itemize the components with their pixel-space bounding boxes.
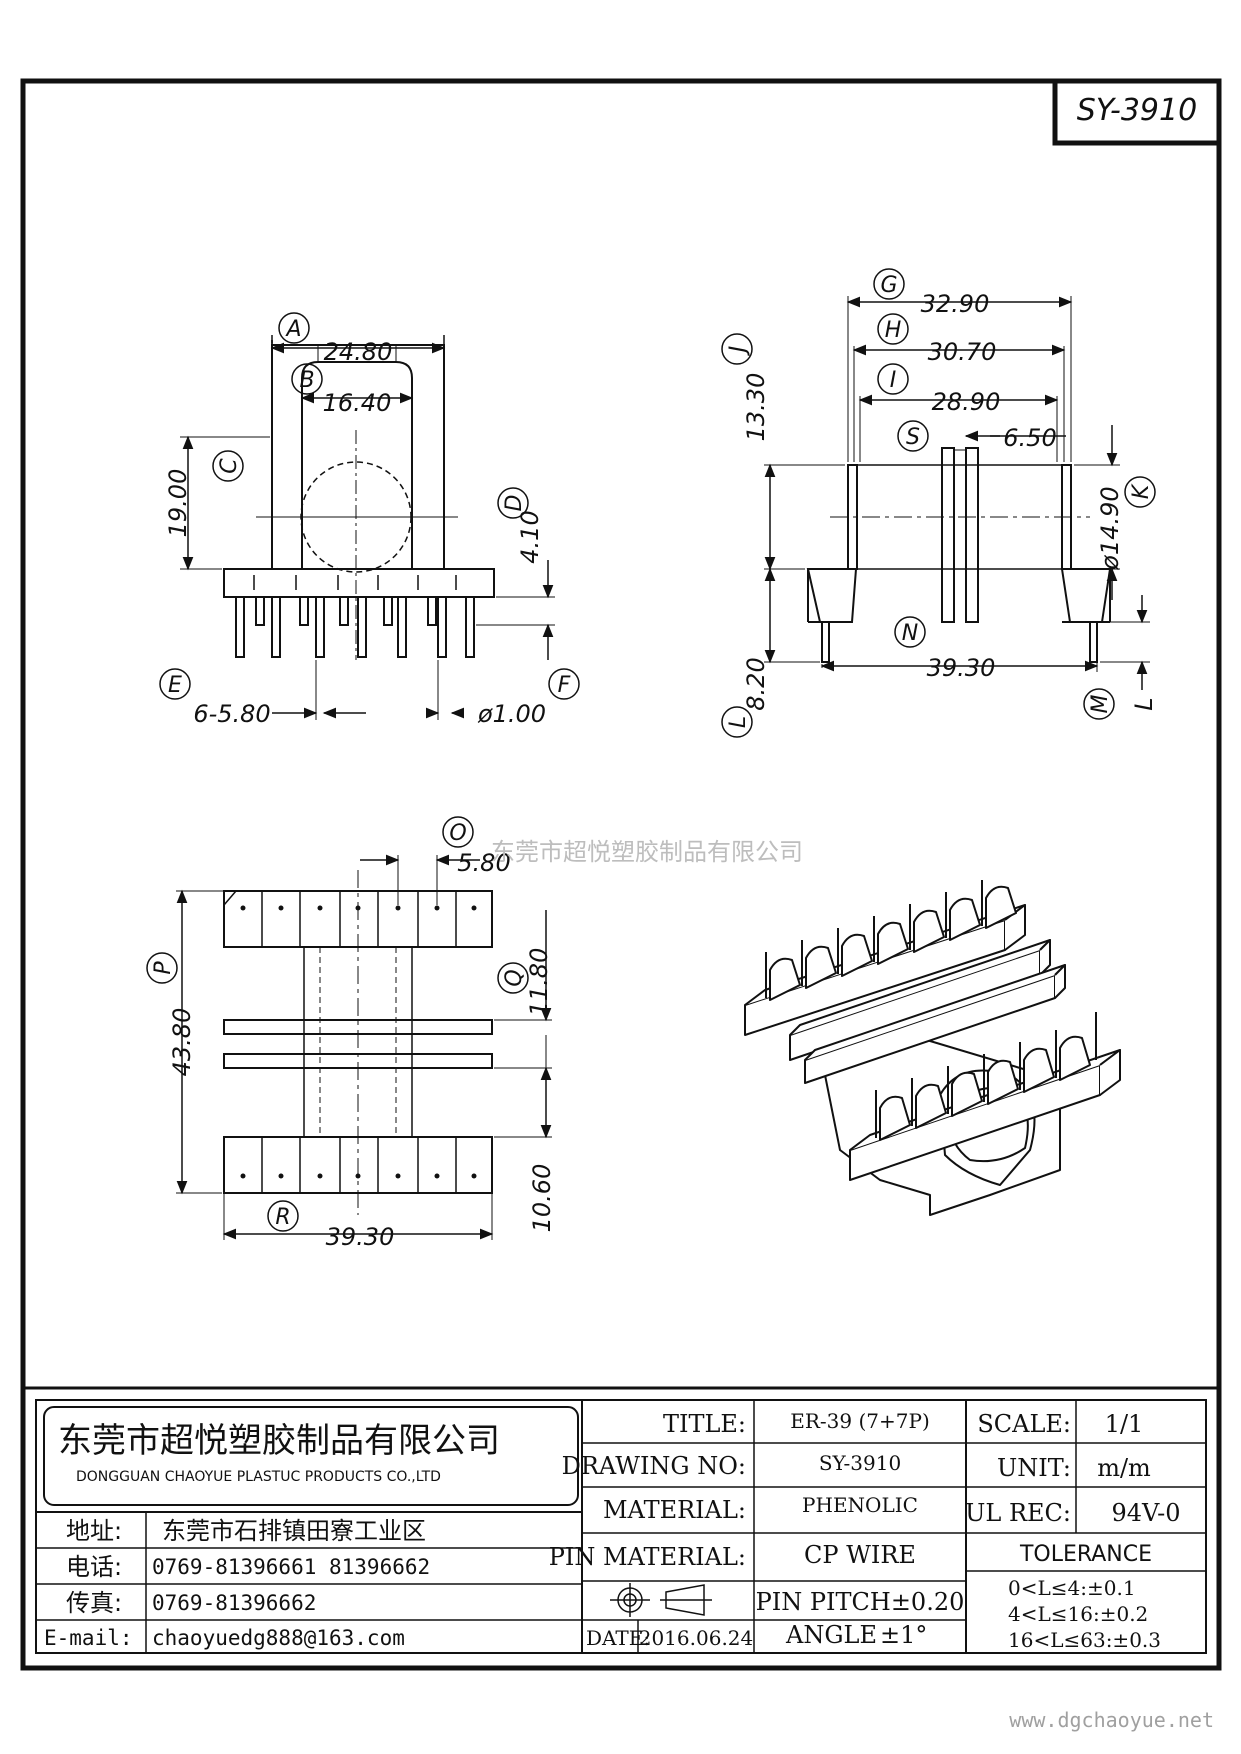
top-view-pin-dots <box>240 905 477 1179</box>
title-block-frame <box>23 1386 1219 1654</box>
phone-label: 电话: <box>66 1553 122 1581</box>
scale-value: 1/1 <box>1105 1410 1144 1438</box>
label-b: B <box>299 368 314 393</box>
label-k: K <box>1129 483 1154 499</box>
dim-k: ø14.90 <box>1096 486 1124 570</box>
unit-label: UNIT: <box>997 1454 1071 1482</box>
part-number-box: SY-3910 <box>1052 78 1222 146</box>
dim-d: 4.10 <box>516 510 544 563</box>
isometric-view <box>744 880 1121 1216</box>
label-len: L <box>1130 697 1158 710</box>
dim-c: 19.00 <box>164 469 192 538</box>
ul-rec-value: 94V-0 <box>1111 1499 1180 1527</box>
label-l: L <box>726 716 751 728</box>
label-g: G <box>880 273 897 298</box>
dim-j: 13.30 <box>742 373 770 442</box>
dim-s: 6.50 <box>1003 424 1056 452</box>
dim-i: 28.90 <box>932 388 1001 416</box>
angle-label: ANGLE <box>785 1621 877 1649</box>
drawing-no-label: DRAWING NO: <box>562 1452 746 1480</box>
label-i: I <box>890 368 897 393</box>
phone-value: 0769-81396661 81396662 <box>152 1555 430 1579</box>
dim-h: 30.70 <box>928 338 997 366</box>
dim-bottom-right: 10.60 <box>528 1164 556 1233</box>
angle-value: ±1° <box>880 1621 927 1649</box>
front-base <box>223 568 495 598</box>
tolerance-row-2: 4<L≤16:±0.2 <box>1008 1602 1148 1626</box>
top-dim-labels: O 5.80 P 43.80 Q 11.80 10.60 R 39.30 <box>146 816 556 1251</box>
fax-label: 传真: <box>66 1589 122 1617</box>
dim-o: 5.80 <box>457 849 510 877</box>
front-pins <box>235 596 475 658</box>
fax-value: 0769-81396662 <box>152 1591 316 1615</box>
dim-r: 39.30 <box>326 1223 395 1251</box>
label-e: E <box>168 673 182 698</box>
dim-a: 24.80 <box>324 338 393 366</box>
top-view <box>223 870 493 1215</box>
website: www.dgchaoyue.net <box>1009 1708 1214 1732</box>
label-n: N <box>902 621 918 646</box>
scale-label: SCALE: <box>977 1410 1071 1438</box>
title-label: TITLE: <box>663 1410 746 1438</box>
ul-rec-label: UL REC: <box>965 1499 1071 1527</box>
top-view-pin-slots <box>261 891 457 1193</box>
company-name-en: DONGGUAN CHAOYUE PLASTUC PRODUCTS CO.,LT… <box>76 1469 441 1485</box>
front-view <box>223 344 495 660</box>
dim-f: ø1.00 <box>477 700 546 728</box>
projection-symbol <box>610 1583 712 1617</box>
front-body <box>271 344 445 570</box>
address-value: 东莞市石排镇田寮工业区 <box>162 1517 426 1545</box>
label-m: M <box>1088 694 1113 713</box>
label-a: A <box>284 317 301 342</box>
pin-pitch: PIN PITCH±0.20 <box>756 1588 965 1616</box>
side-dims <box>764 296 1150 690</box>
top-dims <box>176 854 552 1240</box>
label-f: F <box>558 673 571 698</box>
pin-material-label: PIN MATERIAL: <box>549 1543 746 1571</box>
label-h: H <box>885 318 902 343</box>
label-o: O <box>449 821 466 846</box>
dim-q: 11.80 <box>525 948 553 1017</box>
date-value: 2016.06.24 <box>639 1626 754 1650</box>
address-label: 地址: <box>66 1517 122 1545</box>
pin-material-value: CP WIRE <box>804 1541 916 1569</box>
part-number: SY-3910 <box>1077 93 1197 128</box>
dim-n: 39.30 <box>927 654 996 682</box>
dim-l: 8.20 <box>742 657 770 710</box>
company-name-cn: 东莞市超悦塑胶制品有限公司 <box>58 1421 500 1461</box>
label-p: P <box>151 961 176 975</box>
email-label: E-mail: <box>44 1626 133 1650</box>
drawing-no-value: SY-3910 <box>819 1451 901 1475</box>
side-dim-labels: G 32.90 H 30.70 I 28.90 S 6.50 J 13.30 K… <box>721 268 1158 738</box>
dim-b: 16.40 <box>323 389 392 417</box>
tolerance-label: TOLERANCE <box>1019 1542 1152 1567</box>
dim-e: 6-5.80 <box>193 700 270 728</box>
material-value: PHENOLIC <box>802 1493 918 1517</box>
label-q: Q <box>502 969 527 986</box>
label-r: R <box>275 1205 290 1230</box>
material-label: MATERIAL: <box>603 1496 746 1524</box>
label-s: S <box>906 425 920 450</box>
watermark: 东莞市超悦塑胶制品有限公司 <box>491 838 803 866</box>
front-dims <box>180 335 555 720</box>
label-c: C <box>217 458 242 474</box>
tolerance-row-3: 16<L≤63:±0.3 <box>1008 1628 1161 1652</box>
dim-g: 32.90 <box>921 290 990 318</box>
date-label: DATE: <box>586 1626 650 1650</box>
title-value: ER-39 (7+7P) <box>790 1409 930 1433</box>
side-view <box>806 447 1112 663</box>
front-dim-labels: A 24.80 B 16.40 C 19.00 D 4.10 E F 6-5.8… <box>159 312 580 728</box>
dim-p: 43.80 <box>168 1008 196 1077</box>
label-j: J <box>726 346 751 357</box>
label-d: D <box>502 495 527 512</box>
tolerance-row-1: 0<L≤4:±0.1 <box>1008 1576 1136 1600</box>
sheet-border <box>20 78 1222 1671</box>
unit-value: m/m <box>1097 1454 1151 1482</box>
email-value: chaoyuedg888@163.com <box>152 1626 405 1650</box>
